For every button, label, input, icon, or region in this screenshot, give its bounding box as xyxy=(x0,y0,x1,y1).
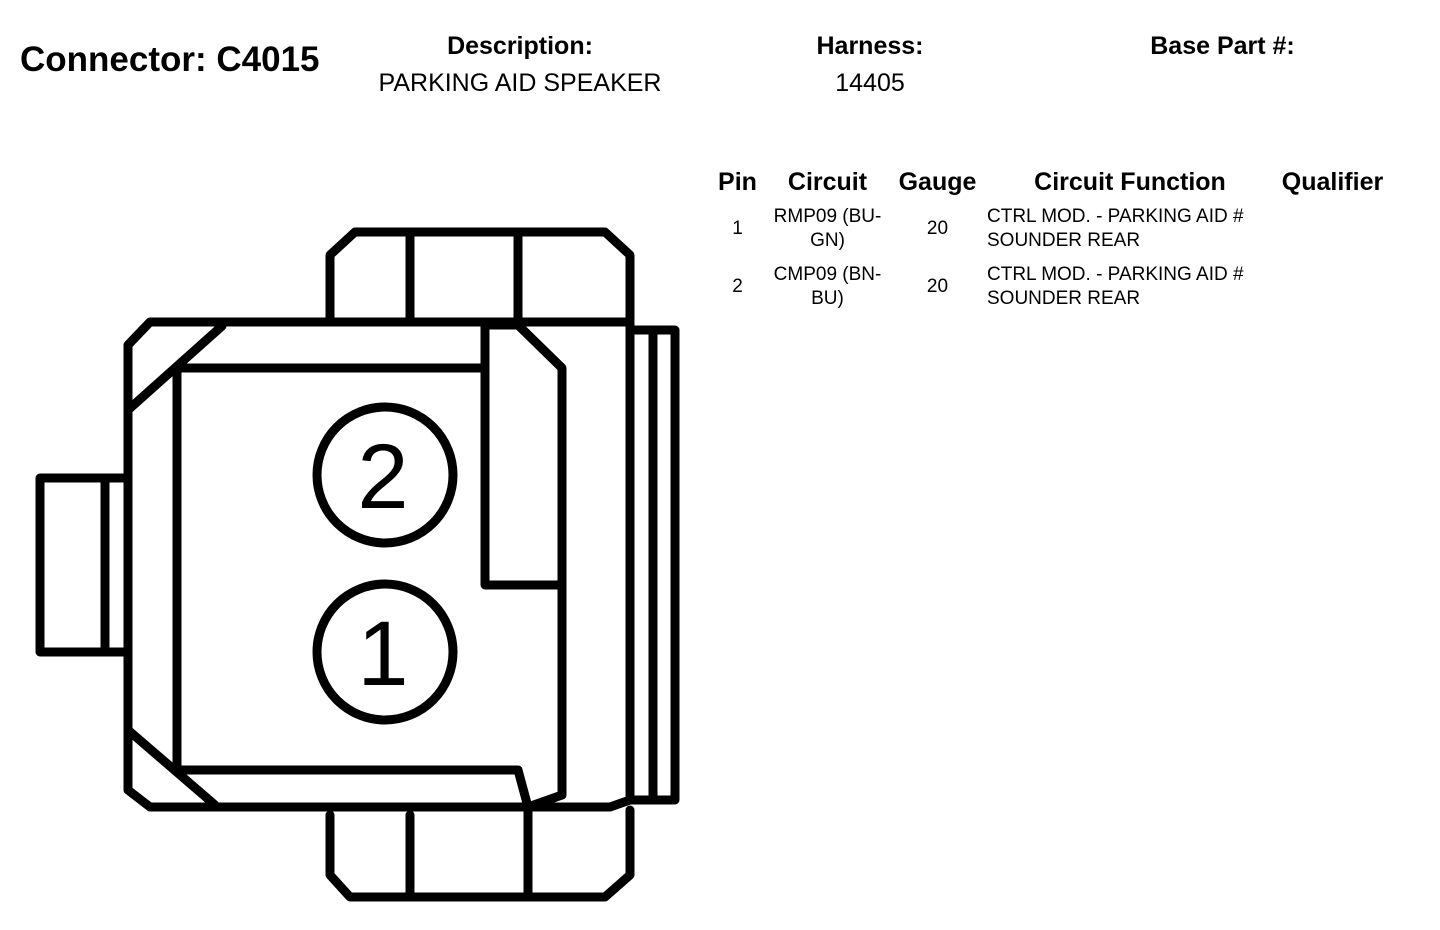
right-rib-outer xyxy=(625,325,680,805)
table-row: 2 CMP09 (BN-BU) 20 CTRL MOD. - PARKING A… xyxy=(710,257,1390,315)
circuit-function-cell: CTRL MOD. - PARKING AID # SOUNDER REAR xyxy=(985,199,1275,257)
top-latch xyxy=(325,227,635,325)
pin-1-cavity xyxy=(312,579,458,725)
column-header-circuit-function: Circuit Function xyxy=(1034,167,1226,196)
qualifier-cell xyxy=(1275,257,1390,315)
table-header-row: Pin Circuit Gauge Circuit Function Quali… xyxy=(710,165,1390,199)
pin-table: Pin Circuit Gauge Circuit Function Quali… xyxy=(710,165,1390,315)
pin-2-label: 2 xyxy=(357,426,408,528)
housing-inner xyxy=(172,320,567,812)
pin-cell: 1 xyxy=(732,218,743,239)
circuit-function-cell: CTRL MOD. - PARKING AID # SOUNDER REAR xyxy=(985,257,1275,315)
harness-label: Harness: xyxy=(816,32,924,60)
circuit-text: CMP09 (BN-BU) xyxy=(773,264,882,309)
connector-face-diagram: 2 1 xyxy=(35,227,680,902)
gauge-cell: 20 xyxy=(926,218,949,239)
chamfer-bottom-left xyxy=(123,725,220,810)
housing-outer xyxy=(123,317,635,812)
description-value: PARKING AID SPEAKER xyxy=(378,69,662,97)
connector-title: Connector: C4015 xyxy=(20,40,320,79)
column-header-qualifier: Qualifier xyxy=(1281,167,1384,196)
harness-value: 14405 xyxy=(835,69,905,97)
pin-1-label: 1 xyxy=(357,603,408,705)
column-header-pin: Pin xyxy=(718,167,757,196)
pin-cell: 2 xyxy=(732,276,743,297)
circuit-function-text: CTRL MOD. - PARKING AID # SOUNDER REAR xyxy=(987,264,1244,309)
base-part-label: Base Part #: xyxy=(1150,32,1295,60)
pin-2-cavity xyxy=(312,402,458,548)
qualifier-cell xyxy=(1275,199,1390,257)
circuit-cell: RMP09 (BU-GN) xyxy=(765,199,890,257)
description-label: Description: xyxy=(447,32,593,60)
circuit-function-text: CTRL MOD. - PARKING AID # SOUNDER REAR xyxy=(987,206,1244,251)
bottom-latch xyxy=(325,805,635,902)
polarization-key xyxy=(480,363,567,590)
chamfer-top-left xyxy=(123,321,227,415)
circuit-text: RMP09 (BU-GN) xyxy=(773,206,882,251)
left-tab xyxy=(35,473,133,657)
column-header-circuit: Circuit xyxy=(787,167,868,196)
column-header-gauge: Gauge xyxy=(898,167,977,196)
circuit-cell: CMP09 (BN-BU) xyxy=(765,257,890,315)
gauge-cell: 20 xyxy=(926,276,949,297)
table-row: 1 RMP09 (BU-GN) 20 CTRL MOD. - PARKING A… xyxy=(710,199,1390,257)
